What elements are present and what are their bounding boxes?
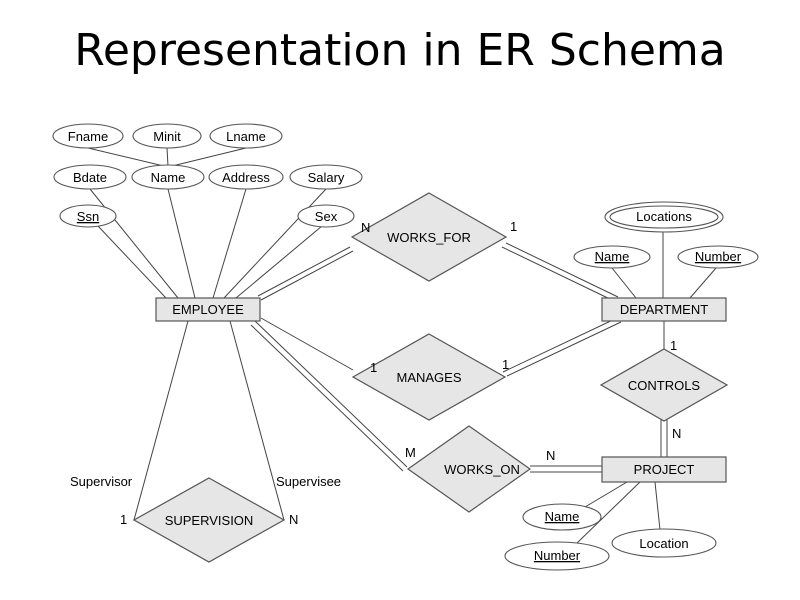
- attribute-proj-name-key: Name: [522, 503, 602, 531]
- svg-text:Location: Location: [639, 536, 688, 551]
- line-deptnumber-department: [689, 267, 717, 299]
- line-manages-department-b: [506, 321, 622, 377]
- svg-text:Name: Name: [595, 249, 630, 264]
- attribute-lname: Lname: [209, 123, 283, 149]
- attribute-salary: Salary: [289, 164, 363, 190]
- relationship-works-for: WORKS_FOR: [350, 192, 508, 282]
- line-ssn-employee: [97, 225, 167, 299]
- entity-employee: EMPLOYEE: [155, 297, 261, 322]
- attribute-dept-number-key: Number: [677, 245, 759, 269]
- cardinality-labels: N 1 1 1 1 N M N 1 N: [120, 219, 681, 527]
- svg-text:Lname: Lname: [226, 129, 266, 144]
- relationship-supervision: SUPERVISION: [132, 477, 286, 563]
- entity-department: DEPARTMENT: [601, 297, 727, 322]
- line-employee-manages: [260, 317, 354, 371]
- attribute-address: Address: [208, 164, 284, 190]
- relationship-works-for-label: WORKS_FOR: [387, 230, 471, 245]
- line-minit-name: [166, 147, 169, 167]
- line-project-location: [654, 481, 661, 531]
- svg-text:Bdate: Bdate: [73, 170, 107, 185]
- line-employee-workson-b: [250, 324, 404, 472]
- line-bdate-employee: [89, 188, 179, 299]
- attribute-dept-name-key: Name: [573, 245, 651, 269]
- attribute-sex: Sex: [297, 204, 355, 228]
- relationship-supervision-label: SUPERVISION: [165, 513, 254, 528]
- svg-text:Number: Number: [534, 548, 581, 563]
- entity-department-label: DEPARTMENT: [620, 302, 708, 317]
- cardinality-supervision-supervisor: 1: [120, 512, 127, 527]
- line-employee-supervisee: [229, 320, 285, 521]
- title-area: Representation in ER Schema: [0, 0, 800, 112]
- relationship-controls: CONTROLS: [599, 348, 729, 422]
- svg-text:Fname: Fname: [68, 129, 108, 144]
- svg-text:Name: Name: [545, 509, 580, 524]
- cardinality-manages-employee: 1: [370, 360, 377, 375]
- cardinality-supervision-supervisee: N: [289, 512, 298, 527]
- cardinality-works-for-department: 1: [510, 219, 517, 234]
- entity-employee-label: EMPLOYEE: [172, 302, 244, 317]
- attribute-fname: Fname: [52, 123, 124, 149]
- svg-text:Address: Address: [222, 170, 270, 185]
- relationship-manages: MANAGES: [351, 333, 507, 421]
- line-name-employee: [167, 188, 196, 299]
- svg-text:Minit: Minit: [153, 129, 181, 144]
- slide-title: Representation in ER Schema: [74, 25, 726, 76]
- line-employee-worksfor-b: [260, 250, 354, 301]
- cardinality-works-on-project: N: [546, 448, 555, 463]
- relationship-controls-label: CONTROLS: [628, 378, 701, 393]
- line-employee-supervisor: [133, 320, 189, 521]
- line-sex-employee: [235, 225, 323, 299]
- line-project-projname: [584, 481, 628, 508]
- attribute-bdate: Bdate: [53, 164, 127, 190]
- entity-project-label: PROJECT: [634, 462, 695, 477]
- attribute-proj-number-key: Number: [504, 541, 610, 571]
- cardinality-controls-project: N: [672, 426, 681, 441]
- svg-text:Locations: Locations: [636, 209, 692, 224]
- attribute-name: Name: [131, 164, 205, 190]
- relationship-works-on-label: WORKS_ON: [444, 462, 520, 477]
- svg-text:Name: Name: [151, 170, 186, 185]
- line-salary-employee: [223, 188, 327, 299]
- cardinality-controls-department: 1: [670, 338, 677, 353]
- relationship-works-on: WORKS_ON: [406, 425, 532, 513]
- attribute-locations-multivalued: Locations: [604, 201, 724, 233]
- role-supervisor: Supervisor: [70, 474, 133, 489]
- line-manages-department-a: [502, 317, 618, 373]
- svg-text:Salary: Salary: [308, 170, 345, 185]
- line-deptname-department: [611, 267, 637, 299]
- svg-text:Number: Number: [695, 249, 742, 264]
- cardinality-works-on-employee: M: [405, 445, 416, 460]
- line-worksfor-department-b: [501, 246, 615, 302]
- line-address-employee: [212, 188, 247, 299]
- svg-text:Sex: Sex: [315, 209, 338, 224]
- connector-lines: [87, 147, 717, 544]
- line-fname-name: [87, 147, 169, 168]
- entity-project: PROJECT: [601, 456, 727, 483]
- line-employee-worksfor-a: [257, 246, 351, 297]
- cardinality-manages-department: 1: [502, 357, 509, 372]
- role-supervisee: Supervisee: [276, 474, 341, 489]
- relationship-manages-label: MANAGES: [396, 370, 461, 385]
- attribute-minit: Minit: [132, 123, 202, 149]
- cardinality-works-for-employee: N: [361, 220, 370, 235]
- svg-text:Ssn: Ssn: [77, 209, 99, 224]
- line-employee-workson-a: [254, 320, 408, 468]
- role-labels: Supervisor Supervisee: [70, 474, 341, 489]
- line-project-projnumber: [576, 481, 641, 544]
- attribute-ssn-key: Ssn: [59, 204, 117, 228]
- attribute-proj-location: Location: [611, 528, 717, 558]
- line-worksfor-department-a: [505, 242, 619, 298]
- line-lname-name: [167, 147, 247, 168]
